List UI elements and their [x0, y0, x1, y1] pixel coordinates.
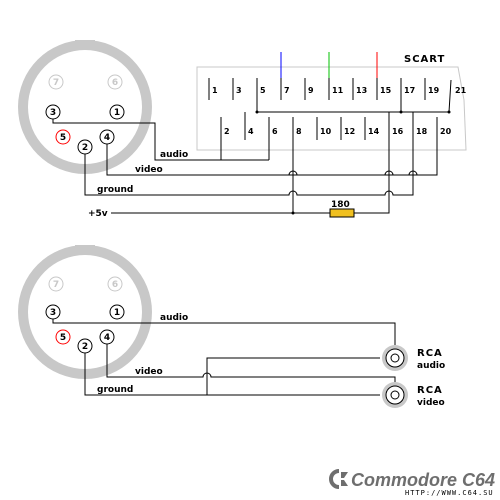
scart-pin12-label: 12 — [344, 127, 355, 136]
rca-video-title: RCA — [417, 385, 443, 396]
junction-dot — [291, 211, 295, 215]
wire-audio-bottom — [52, 319, 396, 345]
rca-video-connector: RCA video — [382, 382, 445, 408]
wire-hop — [384, 170, 394, 176]
wire-video-top-label: video — [135, 165, 163, 175]
rca-audio-sub: audio — [417, 361, 445, 371]
scart-pin9-label: 9 — [308, 86, 314, 95]
wire-hop — [288, 170, 298, 176]
din-bottom-pin7-label: 7 — [53, 280, 59, 290]
din-top-key — [75, 40, 95, 50]
wire-audio-top-label: audio — [160, 150, 188, 160]
scart-pin17-label: 17 — [404, 86, 415, 95]
din-top-pin4-label: 4 — [104, 133, 110, 143]
din-bottom-pin6-label: 6 — [112, 280, 118, 290]
scart-pin21 — [448, 79, 452, 113]
junction-dot — [399, 110, 403, 114]
scart-body — [196, 66, 467, 151]
scart-pin4-label: 4 — [248, 127, 254, 136]
wire-power-label: +5v — [88, 209, 108, 219]
scart-pin1-label: 1 — [212, 86, 218, 95]
scart-pin11-label: 11 — [332, 86, 344, 95]
wire-audio-top — [52, 119, 222, 161]
din-bottom-pin4-label: 4 — [104, 333, 110, 343]
din-top-pin7-label: 7 — [53, 78, 59, 88]
junction-dot — [447, 110, 451, 114]
resistor-label: 180 — [331, 200, 350, 210]
scart-pin6-label: 6 — [272, 127, 278, 136]
din-bottom-key — [75, 245, 95, 255]
wire-resistor-pin16 — [354, 140, 390, 214]
scart-pin5-label: 5 — [260, 86, 266, 95]
din-top-pin2-label: 2 — [82, 143, 88, 153]
din-bottom-pin3-label: 3 — [50, 308, 56, 318]
junction-dot — [255, 110, 259, 114]
wire-ground-top — [84, 140, 414, 196]
din-top-pin5-label: 5 — [60, 133, 66, 143]
scart-pin14-label: 14 — [368, 127, 380, 136]
din-top-pin6 — [107, 74, 123, 90]
scart-pin19-label: 19 — [428, 86, 440, 95]
rca-video-sub: video — [417, 398, 445, 408]
din-top-pin6-label: 6 — [112, 78, 118, 88]
scart-pin10-label: 10 — [320, 127, 332, 136]
din-bottom-pin7 — [48, 276, 64, 292]
din-top-pin3-label: 3 — [50, 108, 56, 118]
scart-pin15-label: 15 — [380, 86, 392, 95]
rca-audio-center — [390, 353, 400, 363]
scart-pin3-label: 3 — [236, 86, 242, 95]
top-wiring: audio video ground 180 +5v — [52, 119, 438, 219]
scart-pin21-label: 21 — [455, 86, 467, 95]
wire-video-top — [106, 140, 438, 176]
footer-url[interactable]: HTTP://WWW.C64.SU — [405, 489, 494, 497]
scart-pin7-label: 7 — [284, 86, 290, 95]
din-top-pin1-label: 1 — [114, 108, 120, 118]
din-bottom-pin1-label: 1 — [114, 308, 120, 318]
din-bottom-pin6 — [107, 276, 123, 292]
wire-ground-top-label: ground — [97, 185, 133, 195]
wire-ground-bottom-label: ground — [97, 385, 133, 395]
rca-video-center — [390, 390, 400, 400]
scart-pin20-label: 20 — [440, 127, 452, 136]
rca-audio-connector: RCA audio — [382, 345, 445, 371]
footer: Commodore C64 HTTP://WWW.C64.SU — [329, 469, 495, 497]
din-bottom-pin5 — [55, 329, 71, 345]
brand-text: Commodore C64 — [351, 470, 495, 490]
scart-pin8-label: 8 — [296, 127, 302, 136]
wire-video-bottom-label: video — [135, 367, 163, 377]
din-top-pin7 — [48, 74, 64, 90]
scart-pin16-label: 16 — [392, 127, 404, 136]
scart-pin2-label: 2 — [224, 127, 230, 136]
din-bottom-pin2-label: 2 — [82, 342, 88, 352]
bottom-wiring: audio video ground — [52, 313, 396, 396]
scart-pin13-label: 13 — [356, 86, 367, 95]
wire-video-bottom — [106, 344, 396, 384]
wire-audio-bottom-label: audio — [160, 313, 188, 323]
resistor-180 — [329, 208, 355, 218]
scart-connector: SCART 1 3 5 7 9 11 13 15 17 19 21 2 4 — [196, 52, 467, 151]
din-connector-bottom: 7 6 3 1 5 4 2 — [18, 245, 152, 379]
din-top-pin1 — [109, 104, 125, 120]
din-bottom-pin1 — [109, 304, 125, 320]
rca-audio-title: RCA — [417, 348, 443, 359]
din-bottom-pin5-label: 5 — [60, 333, 66, 343]
commodore-logo-icon — [329, 469, 348, 489]
din-connector-top: 7 6 3 1 5 4 2 — [18, 40, 152, 174]
wire-hop — [408, 170, 418, 176]
scart-pin18-label: 18 — [416, 127, 428, 136]
scart-title: SCART — [404, 54, 445, 65]
din-top-pin5 — [55, 129, 71, 145]
